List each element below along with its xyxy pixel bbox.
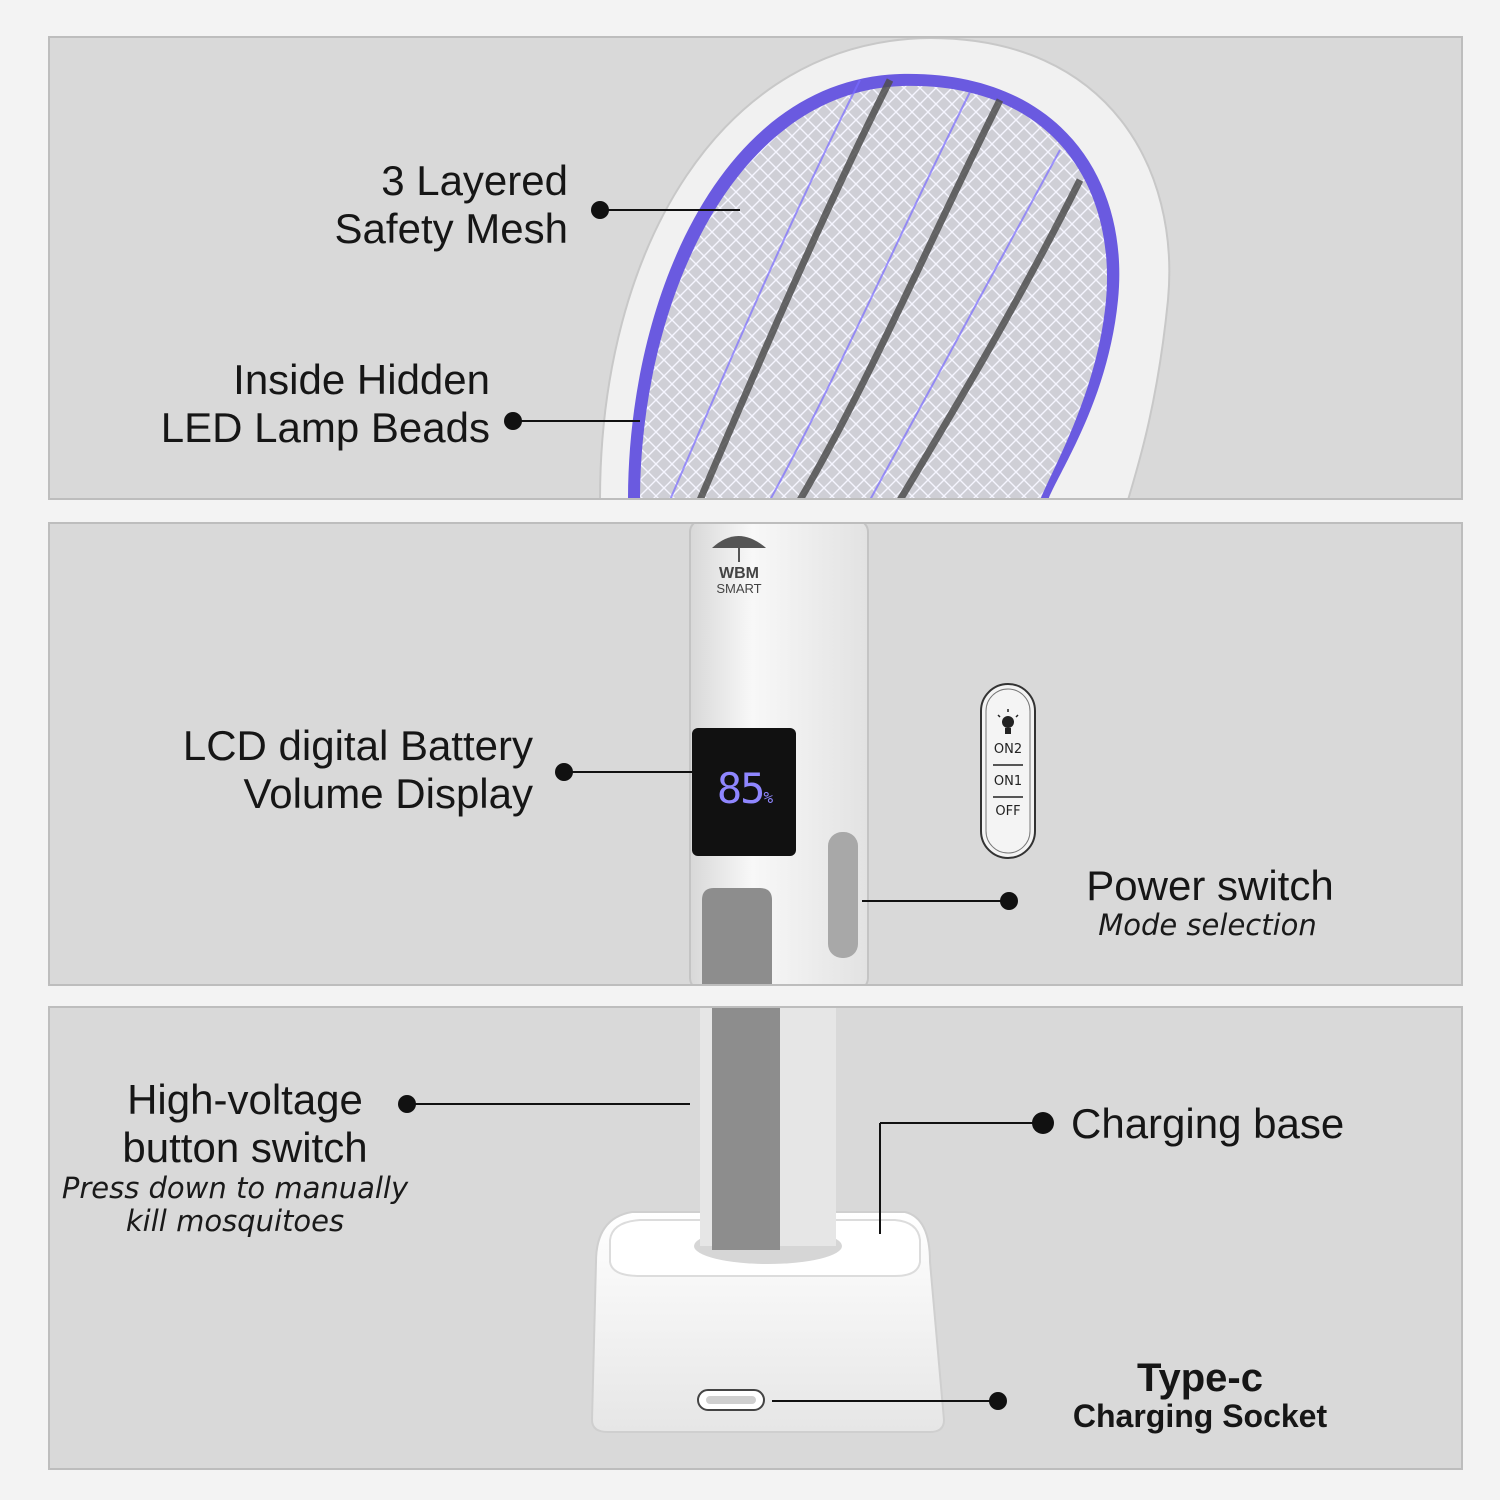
label-power-switch: Power switch [1086,862,1334,909]
label-hv-button: High-voltage button switch [122,1076,368,1171]
battery-percentage: 85% [716,764,773,813]
label-charging-socket: Charging Socket [1072,1398,1328,1434]
label-led-beads: Inside Hidden LED Lamp Beads [160,356,490,451]
label-safety-mesh: 3 Layered Safety Mesh [334,157,568,252]
brand-logo: WBM SMART [716,565,762,596]
label-lcd-display: LCD digital Battery Volume Display [182,722,533,817]
label-power-switch-subtitle: Mode selection [1098,908,1317,942]
switch-labels: ON2 ON1 OFF [993,742,1023,819]
label-hv-button-subtitle: Press down to manually kill mosquitoes [61,1171,409,1238]
label-charging-base: Charging base [1071,1100,1345,1147]
label-type-c: Type-c [1137,1356,1263,1400]
